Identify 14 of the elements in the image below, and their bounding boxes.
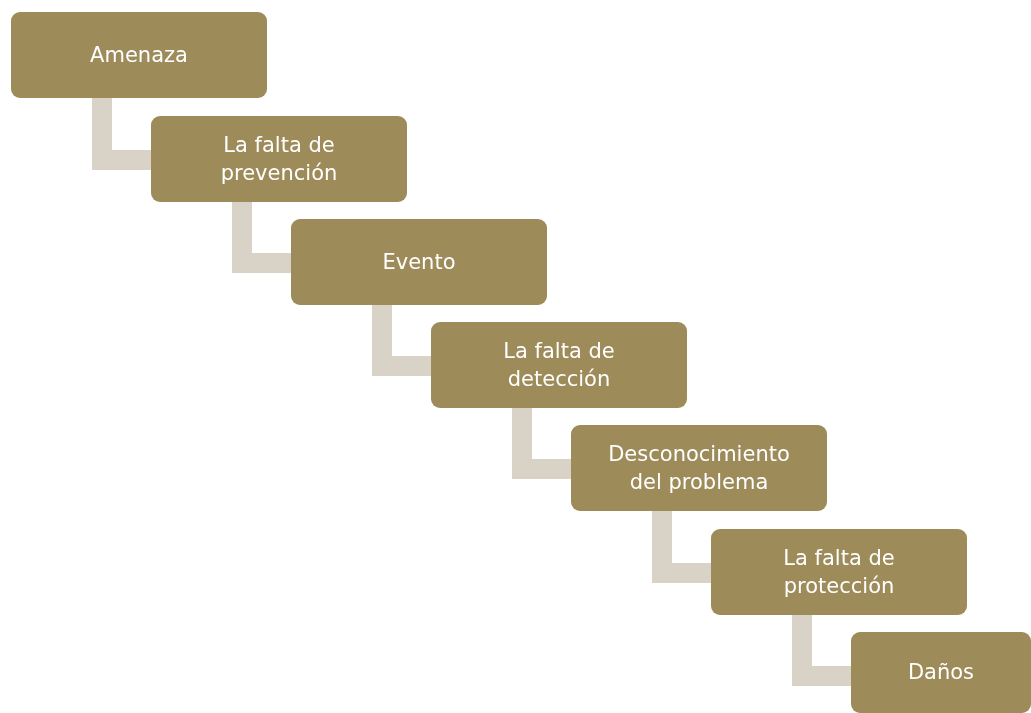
process-box (431, 322, 687, 408)
process-box (711, 529, 967, 615)
box-label: Desconocimiento del problema (607, 440, 791, 496)
box-label: Amenaza (90, 41, 188, 69)
box-label: La falta de prevención (219, 131, 339, 187)
box-label: La falta de detección (502, 337, 616, 393)
process-box (851, 632, 1031, 713)
box-label: La falta de protección (782, 544, 896, 600)
process-box (571, 425, 827, 511)
box-label: Evento (382, 248, 456, 276)
process-box (151, 116, 407, 202)
box-label: Daños (907, 659, 975, 687)
process-box (291, 219, 547, 305)
process-box (11, 12, 267, 98)
